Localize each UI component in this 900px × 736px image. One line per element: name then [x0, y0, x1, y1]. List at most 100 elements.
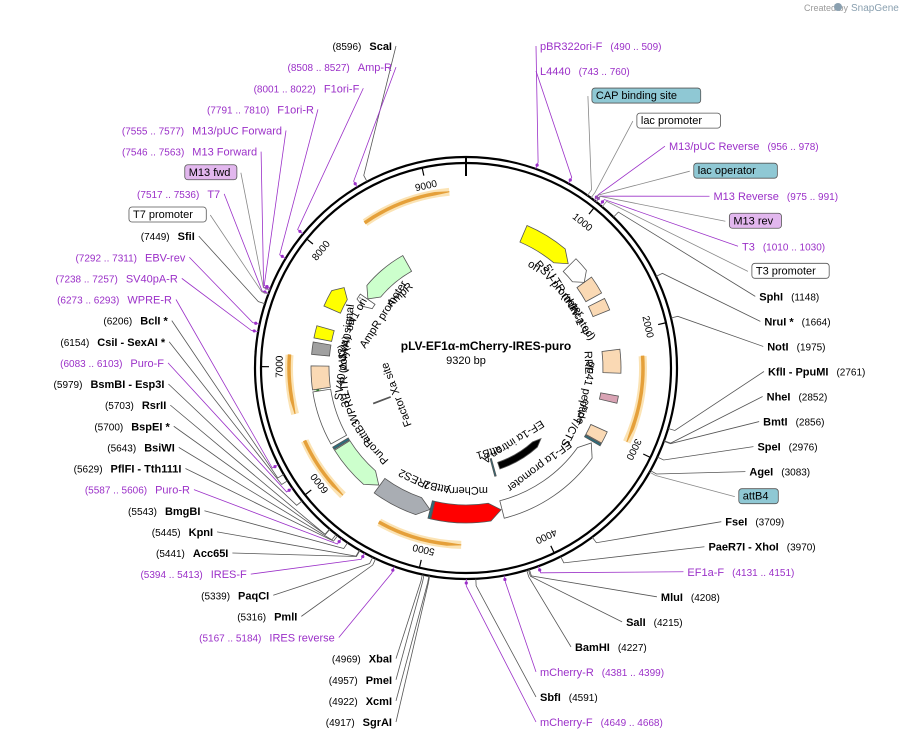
orf-arrow	[377, 520, 462, 546]
feature-ires2[interactable]	[373, 477, 431, 516]
label-primer[interactable]: (6083 .. 6103)Puro-F	[60, 358, 164, 370]
feature-factor-xa[interactable]	[372, 396, 392, 405]
label-box-box-purple[interactable]	[184, 164, 238, 181]
feature-ef1a-intron[interactable]	[497, 437, 542, 470]
label-site[interactable]: (5643)BsiWI	[107, 442, 174, 454]
feature-3-ltr[interactable]	[310, 365, 331, 391]
orf-glow	[377, 518, 462, 549]
leader-line-primer	[297, 88, 364, 235]
label-site[interactable]: (4969)XbaI	[332, 654, 392, 666]
label-box-box-white[interactable]	[636, 112, 721, 129]
orf-arrow	[626, 355, 645, 443]
label-primer[interactable]: (5167 .. 5184)IRES reverse	[199, 633, 335, 645]
label-box-box-purple[interactable]	[728, 212, 782, 229]
feature-attb1[interactable]	[489, 458, 497, 477]
label-site[interactable]: SphI(1148)	[759, 291, 819, 303]
label-primer[interactable]: (7555 .. 7577)M13/pUC Forward	[122, 126, 282, 138]
label-name: WPRE-R	[127, 295, 172, 307]
label-primer[interactable]: (7292 .. 7311)EBV-rev	[75, 252, 185, 264]
label-site[interactable]: (5441)Acc65I	[156, 548, 228, 560]
label-primer[interactable]: (5587 .. 5606)Puro-R	[85, 485, 190, 497]
label-primer[interactable]: (5394 .. 5413)IRES-F	[140, 569, 247, 581]
feature-f1-ori[interactable]	[323, 287, 348, 314]
label-site[interactable]: (5339)PaqCI	[201, 590, 269, 602]
feature-sv40-polya[interactable]	[311, 341, 332, 357]
tick-label: 1000	[570, 212, 595, 235]
label-primer[interactable]: pBR322ori-F(490 .. 509)	[540, 41, 662, 53]
label-primer[interactable]: M13 Reverse(975 .. 991)	[714, 191, 839, 203]
label-primer[interactable]: EF1a-F(4131 .. 4151)	[687, 567, 794, 579]
label-site[interactable]: BamHI(4227)	[575, 642, 647, 654]
label-site[interactable]: KflI - PpuMI(2761)	[768, 366, 865, 378]
label-site[interactable]: SalI(4215)	[626, 617, 682, 629]
label-position: (5316)	[237, 612, 266, 623]
label-primer[interactable]: (8508 .. 8527)Amp-R	[288, 62, 393, 74]
feature-gp41[interactable]	[598, 392, 619, 404]
label-primer[interactable]: mCherry-F(4649 .. 4668)	[540, 717, 663, 729]
label-site[interactable]: MluI(4208)	[661, 592, 720, 604]
label-primer[interactable]: mCherry-R(4381 .. 4399)	[540, 667, 664, 679]
feature-wpre[interactable]	[312, 388, 348, 445]
label-primer[interactable]: M13/pUC Reverse(956 .. 978)	[669, 141, 819, 153]
feature-mcherry[interactable]	[430, 500, 502, 524]
feature-attb4[interactable]	[583, 434, 602, 447]
label-site[interactable]: (5445)KpnI	[152, 527, 213, 539]
label-primer[interactable]: (7517 .. 7536)T7	[137, 189, 220, 201]
label-site[interactable]: SbfI(4591)	[540, 692, 598, 704]
label-primer[interactable]: (7546 .. 7563)M13 Forward	[122, 147, 257, 159]
label-position: (5700)	[94, 422, 123, 433]
leader-line-primer	[537, 566, 684, 574]
label-site[interactable]: BmtI(2856)	[763, 417, 824, 429]
label-name: PaeR7I - XhoI	[708, 542, 778, 554]
label-site[interactable]: (5629)PflFI - Tth111I	[74, 464, 182, 476]
feature-attb2[interactable]	[427, 500, 435, 520]
feature-ori[interactable]	[519, 224, 569, 265]
label-box-box-teal[interactable]	[591, 87, 702, 104]
feature-cppt[interactable]	[585, 423, 608, 444]
feature-amp-r[interactable]	[366, 255, 413, 300]
label-site[interactable]: FseI(3709)	[725, 517, 784, 529]
feature-sv40-ori[interactable]	[313, 325, 335, 342]
feature-ef1a-promoter[interactable]	[499, 442, 593, 519]
leader-line-site	[613, 211, 756, 297]
label-site[interactable]: (5316) PmlI	[237, 611, 297, 623]
label-site[interactable]: (6154)CsiI - SexAI *	[60, 337, 165, 349]
label-site[interactable]: (5543)BmgBI	[128, 506, 200, 518]
label-site[interactable]: (4917)SgrAI	[326, 717, 392, 729]
label-primer[interactable]: (7238 .. 7257)SV40pA-R	[56, 273, 178, 285]
label-site[interactable]: (4957)PmeI	[329, 675, 392, 687]
label-box-box-teal[interactable]	[738, 488, 779, 505]
label-primer[interactable]: (6273 .. 6293)WPRE-R	[57, 295, 172, 307]
label-site[interactable]: (5703)RsrII	[105, 400, 166, 412]
feature-rre[interactable]	[601, 348, 622, 374]
feature-rsv-promoter[interactable]	[562, 258, 587, 283]
label-primer[interactable]: T3(1010 .. 1030)	[742, 241, 825, 253]
label-site[interactable]: NruI *(1664)	[764, 316, 830, 328]
label-name: PmlI	[274, 611, 297, 623]
label-site[interactable]: (5979)BsmBI - Esp3I	[54, 379, 165, 391]
label-primer[interactable]: (8001 .. 8022)F1ori-F	[254, 83, 360, 95]
feature-hiv-psi[interactable]	[587, 297, 611, 318]
label-site[interactable]: AgeI(3083)	[749, 467, 810, 479]
feature-amp-promoter[interactable]	[356, 293, 376, 310]
label-site[interactable]: NotI(1975)	[767, 341, 825, 353]
label-site[interactable]: PaeR7I - XhoI(3970)	[708, 542, 815, 554]
label-site[interactable]: (6206)BclI *	[103, 316, 168, 328]
label-name: XcmI	[366, 696, 392, 708]
label-site[interactable]: NheI(2852)	[767, 392, 828, 404]
label-box-box-white[interactable]	[751, 262, 830, 279]
tick-label: 8000	[310, 239, 333, 264]
label-box-box-teal[interactable]	[693, 162, 778, 179]
label-site[interactable]: SpeI(2976)	[757, 442, 817, 454]
label-primer[interactable]: (7791 .. 7810)F1ori-R	[207, 104, 314, 116]
label-site[interactable]: (4922)XcmI	[329, 696, 392, 708]
feature-attb3[interactable]	[332, 437, 350, 450]
feature-5-ltr[interactable]	[576, 276, 603, 303]
label-primer[interactable]: L4440(743 .. 760)	[540, 66, 630, 78]
label-site[interactable]: (7449)SfiI	[141, 231, 195, 243]
leader-line-primer	[250, 552, 366, 575]
label-site[interactable]: (5700)BspEI *	[94, 421, 170, 433]
label-site[interactable]: (8596)ScaI	[332, 41, 392, 53]
label-box-box-white[interactable]	[128, 206, 207, 223]
feature-puro-r[interactable]	[334, 440, 380, 486]
